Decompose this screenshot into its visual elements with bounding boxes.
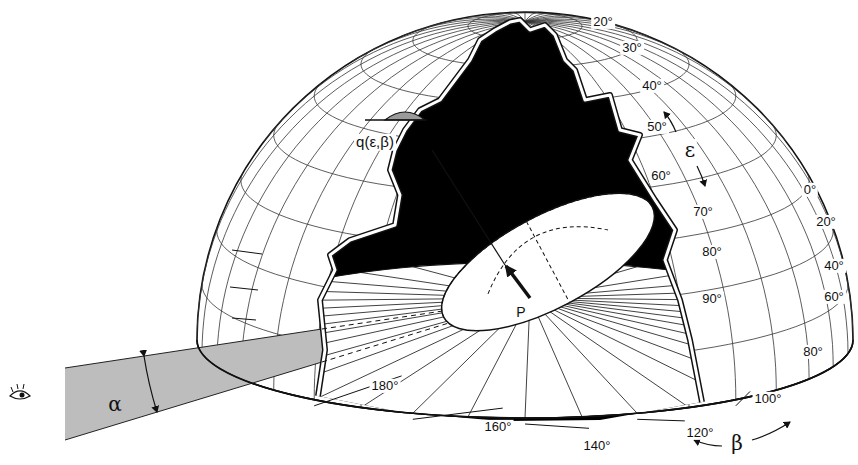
azimuth-line: [530, 298, 637, 413]
degree-label: 20°: [814, 215, 838, 229]
eye-outline: [10, 391, 30, 399]
azimuth-extension: [525, 424, 589, 428]
azimuth-extension: [736, 391, 750, 405]
degree-label: 40°: [822, 259, 846, 273]
ray-line: [432, 150, 505, 265]
degree-label: 0°: [802, 183, 818, 197]
back-ticks: [230, 250, 262, 320]
azimuth-extension: [413, 408, 503, 419]
q-icon-line: [365, 119, 427, 121]
eye-lashes: [11, 384, 24, 392]
degree-label: 90°: [700, 292, 724, 306]
function-label: q(ε,β): [354, 134, 396, 151]
tick-line: [230, 287, 258, 290]
degree-label: 70°: [691, 205, 715, 219]
angle-symbol: β: [729, 432, 745, 454]
direction-arrow: [506, 266, 530, 298]
degree-label: 140°: [582, 439, 613, 453]
degree-label: 100°: [753, 392, 784, 406]
degree-label: 60°: [649, 169, 673, 183]
degree-label: 40°: [640, 79, 664, 93]
view-cone-edge: [65, 362, 322, 440]
beta-arrow: [694, 440, 722, 446]
front-rim-layer: [197, 340, 853, 418]
q-icon-shape: [385, 112, 425, 120]
degree-label: 80°: [801, 345, 825, 359]
eye-pupil: [20, 393, 25, 398]
azimuth-extension: [314, 376, 401, 406]
dashed-curve: [526, 221, 569, 302]
degree-label: 30°: [620, 41, 644, 55]
cut-edge: [318, 20, 702, 402]
degree-label: 160°: [483, 420, 514, 434]
view-cone-edge: [65, 329, 322, 368]
degree-label: 50°: [645, 120, 669, 134]
azimuth-line: [530, 298, 776, 390]
degree-label: 20°: [591, 15, 615, 29]
angle-symbol: ε: [683, 139, 697, 161]
view-cone: [65, 329, 322, 440]
degree-label: 80°: [700, 245, 724, 259]
eye-symbol: [10, 384, 30, 399]
degree-label: 120°: [685, 426, 716, 440]
point-label: P: [514, 305, 527, 320]
degree-label: 180°: [370, 379, 401, 393]
base-rim: [198, 346, 852, 418]
degree-label: 60°: [822, 290, 846, 304]
epsilon-arrow: [697, 166, 705, 186]
tick-line: [232, 250, 262, 254]
alpha-arc: [144, 356, 157, 412]
cut-edge: [318, 20, 702, 402]
azimuth-line: [530, 298, 736, 400]
base-rim: [197, 340, 853, 418]
meridian-line: [525, 12, 526, 21]
beta-arrow: [752, 422, 790, 440]
tick-line: [232, 318, 256, 320]
angle-symbol: α: [106, 393, 124, 415]
azimuth-extension: [637, 419, 685, 421]
q-icon: [365, 112, 427, 120]
